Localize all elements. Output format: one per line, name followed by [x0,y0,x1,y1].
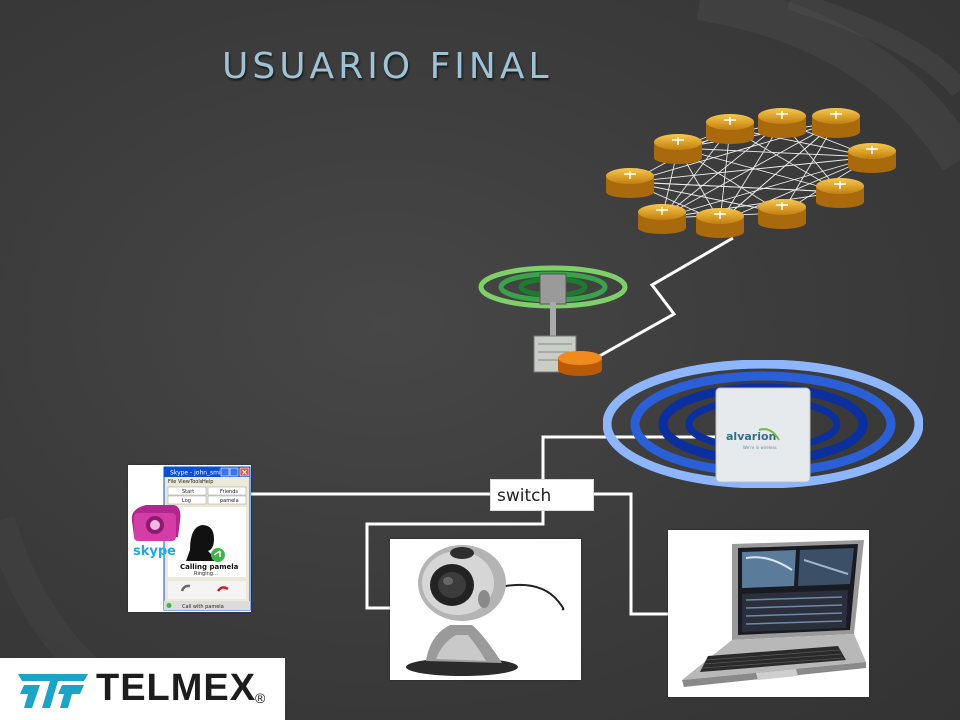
menu-file[interactable]: File [168,479,176,485]
skype-menu: File View Tools Help [168,479,213,485]
tab-log[interactable]: Log [182,498,191,504]
alvarion-access-point-icon: alvarion We're in wireless [603,360,923,488]
alvarion-tagline: We're in wireless [743,445,777,450]
menu-view[interactable]: View [178,479,190,485]
line-switch-to-webcam [365,511,545,610]
tab-start[interactable]: Start [182,489,194,495]
line-alvarion-to-switch [541,435,715,480]
skype-logo-text: skype [133,544,176,559]
footer-call-text: Call with pamela [182,604,224,610]
minimize-icon[interactable] [220,467,230,477]
answer-call-icon[interactable] [180,584,191,592]
line-mesh-to-tower [595,236,734,360]
menu-tools[interactable]: Tools [189,479,203,485]
telmex-logo-container [0,658,285,720]
wireless-tower-icon [478,265,628,376]
tab-pamela[interactable]: pamela [220,498,239,504]
telmex-logo-icon [18,674,88,708]
router-icon [606,108,896,238]
status-text: Ringing... [194,571,218,577]
calling-text: Calling pamela [180,563,239,571]
registered-mark: ® [255,690,266,706]
skype-screenshot: Skype - john_smith File View Tools Help … [128,465,251,612]
alvarion-brand: alvarion [726,430,776,443]
router-mesh [606,108,896,238]
webcam-icon [406,545,565,676]
telmex-logo-text: TELMEX [96,667,257,709]
skype-window-title: Skype - john_smith [170,470,227,477]
laptop-icon [682,540,866,687]
tab-friends[interactable]: Friends [220,489,238,495]
maximize-icon[interactable] [229,467,239,477]
hangup-call-icon[interactable] [216,586,229,592]
laptop-photo [668,530,869,697]
slide-title: USUARIO FINAL [222,46,553,87]
switch-label: switch [490,479,594,511]
webcam-photo [390,539,581,680]
line-switch-to-laptop [594,492,670,616]
menu-help[interactable]: Help [202,479,213,485]
contact-silhouette-icon [186,525,218,561]
skype-phone-icon: skype [131,505,181,559]
